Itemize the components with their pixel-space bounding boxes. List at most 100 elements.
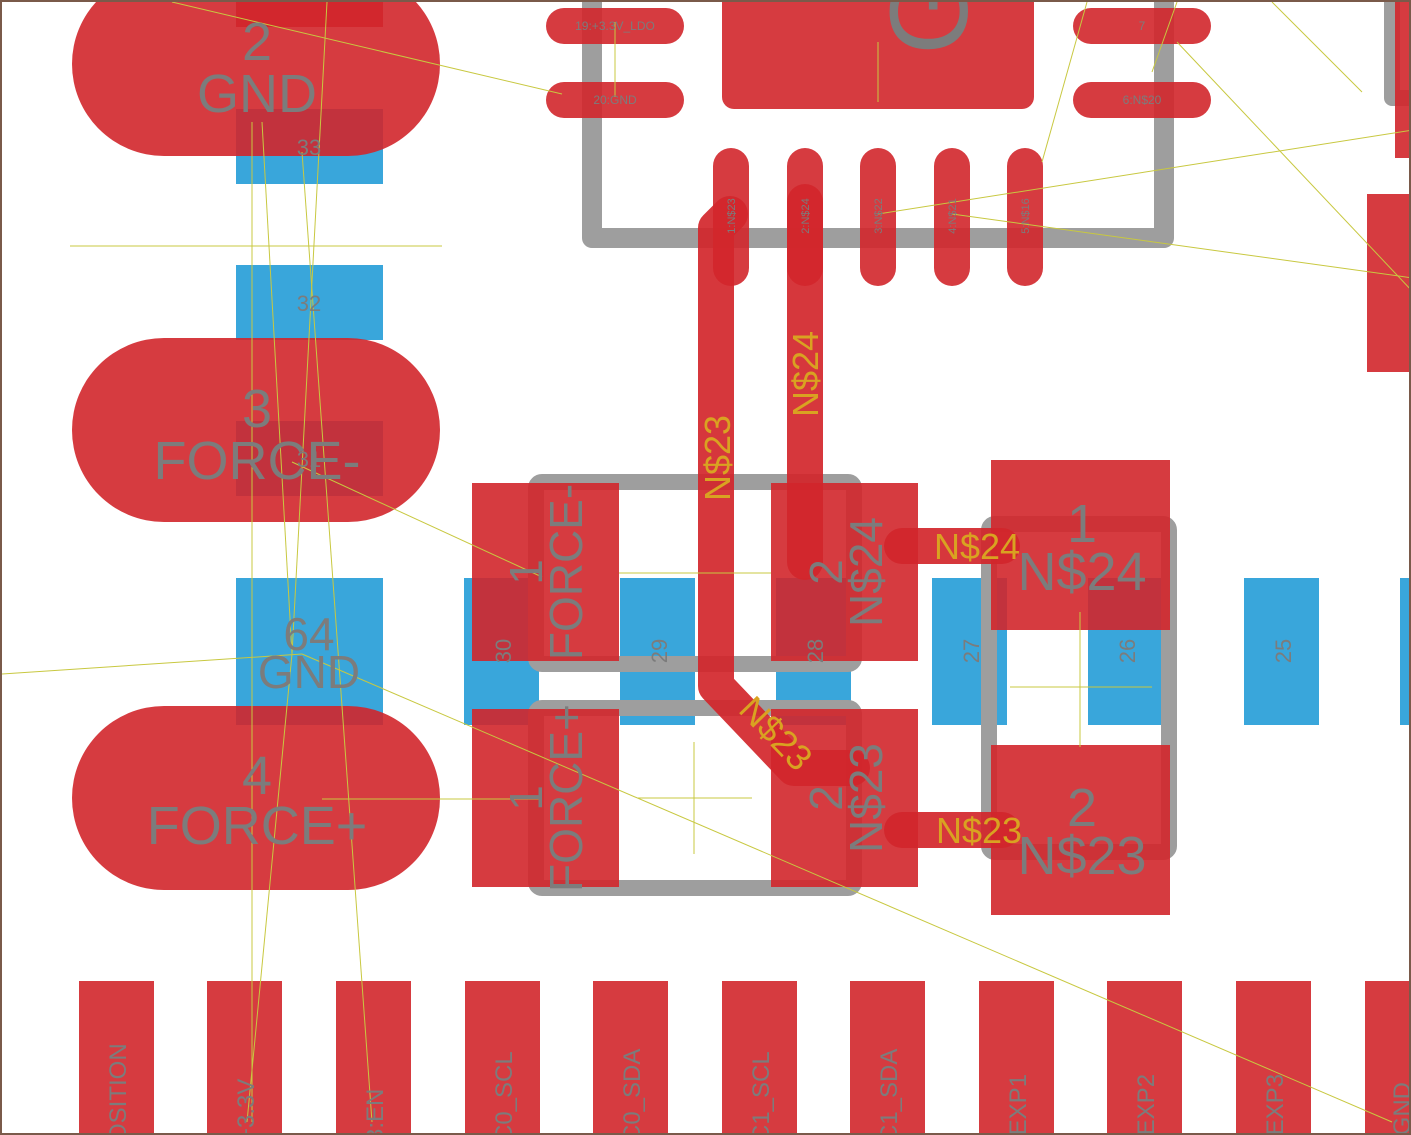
- connector-pad-4-number: 4: [242, 746, 272, 806]
- ic-pin-7-label: 7: [1139, 19, 1146, 33]
- airwire: [291, 461, 543, 578]
- c-right-pad-1-name: N$24: [1017, 542, 1146, 602]
- ic-pad-20[interactable]: [546, 82, 684, 118]
- ic-pad-5[interactable]: [1007, 148, 1043, 286]
- r-lower-pad-2-name: N$23: [840, 743, 892, 853]
- header-label-1: OSITION: [105, 1043, 132, 1135]
- header-pad-6[interactable]: [722, 981, 797, 1135]
- ic-pin-5-label: 5:N$16: [1020, 198, 1032, 233]
- bottom-pad-64[interactable]: [236, 578, 383, 725]
- net-label-n24-horizontal: N$24: [934, 526, 1020, 567]
- c-right-pad-1-number: 1: [1067, 494, 1097, 554]
- ic-pin-6-label: 6:N$20: [1123, 93, 1162, 107]
- header-pad-7[interactable]: [850, 981, 925, 1135]
- header-label-10: :EXP3: [1262, 1074, 1289, 1135]
- bottom-pad-64-number: 64: [283, 608, 334, 660]
- airwire: [877, 130, 1409, 215]
- airwire: [291, 2, 328, 655]
- passive-pads: [472, 2, 1411, 915]
- right-edge-pad-upper[interactable]: [1395, 2, 1411, 158]
- ic-pad-3[interactable]: [860, 148, 896, 286]
- airwire: [171, 2, 563, 95]
- connector-pads: [72, 2, 440, 890]
- connector-pad-2-name: GND: [197, 64, 317, 124]
- bottom-pad-30-label: 30: [491, 639, 516, 663]
- ic-pad-4[interactable]: [934, 148, 970, 286]
- bottom-pad-32-label: 32: [297, 291, 321, 316]
- bottom-pad-33-label: 33: [297, 135, 321, 160]
- ic-pin-3-label: 3:N$22: [873, 198, 885, 233]
- r-upper-pad-1[interactable]: [472, 483, 619, 661]
- net-label-n23-horizontal: N$23: [936, 810, 1022, 851]
- net-label-n23-vertical: N$23: [697, 415, 738, 501]
- header-pad-2[interactable]: [207, 981, 282, 1135]
- header-label-6: C1_SCL: [748, 1051, 775, 1135]
- airwire: [1041, 2, 1088, 163]
- connector-pad-3-name: FORCE-: [154, 431, 361, 491]
- bottom-pad-24[interactable]: [1400, 578, 1411, 725]
- bottom-pad-27-label: 27: [959, 639, 984, 663]
- c-right-pad-2[interactable]: [991, 745, 1170, 915]
- r-lower-pad-1-name: FORCE+: [540, 704, 592, 892]
- header-pad-1[interactable]: [79, 981, 154, 1135]
- header-label-9: :EXP2: [1133, 1074, 1160, 1135]
- header-pads: [79, 981, 1411, 1135]
- connector-pad-4[interactable]: [72, 706, 440, 890]
- header-pad-4[interactable]: [465, 981, 540, 1135]
- ic-pin-4-label: 4:N$21: [947, 198, 959, 233]
- airwire: [261, 121, 293, 655]
- bottom-pad-31-label: 31: [297, 447, 321, 472]
- header-pad-8[interactable]: [979, 981, 1054, 1135]
- connector-pad-3-number: 3: [242, 379, 272, 439]
- header-pad-9[interactable]: [1107, 981, 1182, 1135]
- ic-value-letter: G: [868, 2, 991, 55]
- r-lower-pad-2-number: 2: [800, 785, 852, 811]
- ic-pin-19-label: 19:+3.3V_LDO: [575, 19, 655, 33]
- airwire: [246, 653, 293, 1123]
- header-pad-3[interactable]: [336, 981, 411, 1135]
- ic-pin-20-label: 20:GND: [593, 93, 637, 107]
- connector-pad-3[interactable]: [72, 338, 440, 522]
- header-pad-11[interactable]: [1365, 981, 1411, 1135]
- bottom-pad-25-label: 25: [1271, 639, 1296, 663]
- r-lower-pad-2[interactable]: [771, 709, 918, 887]
- header-pad-10[interactable]: [1236, 981, 1311, 1135]
- r-upper-pad-2-number: 2: [800, 559, 852, 585]
- airwire: [1176, 41, 1409, 289]
- connector-pad-2[interactable]: [72, 2, 440, 156]
- bottom-pad-64-name: GND: [258, 646, 360, 698]
- ic-pad-6[interactable]: [1073, 82, 1211, 118]
- ic-pin-1-label: 1:N$23: [726, 198, 738, 233]
- r-upper-pad-1-name: FORCE-: [540, 484, 592, 660]
- connector-pad-2-number: 2: [242, 12, 272, 72]
- r-lower-pad-1[interactable]: [472, 709, 619, 887]
- r-upper-pad-2[interactable]: [771, 483, 918, 661]
- airwire: [1151, 2, 1178, 73]
- header-label-8: :EXP1: [1005, 1074, 1032, 1135]
- c-right-pad-2-number: 2: [1067, 778, 1097, 838]
- header-label-7: C1_SDA: [876, 1049, 903, 1135]
- net-label-n24-vertical: N$24: [785, 331, 826, 417]
- c-right-pad-2-name: N$23: [1017, 826, 1146, 886]
- bottom-pad-26-label: 26: [1115, 639, 1140, 663]
- ic-pad-7[interactable]: [1073, 8, 1211, 44]
- airwire: [951, 213, 1409, 278]
- r-upper-pad-1-number: 1: [500, 559, 552, 585]
- header-label-5: C0_SDA: [619, 1049, 646, 1135]
- r-upper-pad-2-name: N$24: [840, 517, 892, 627]
- right-edge-pad-lower[interactable]: [1367, 194, 1411, 372]
- bottom-pad-25[interactable]: [1244, 578, 1319, 725]
- header-label-4: C0_SCL: [491, 1051, 518, 1135]
- r-lower-pad-1-number: 1: [500, 785, 552, 811]
- bottom-pad-29-label: 29: [647, 639, 672, 663]
- c-right-pad-1[interactable]: [991, 460, 1170, 630]
- header-pad-5[interactable]: [593, 981, 668, 1135]
- silkscreen-layer: [528, 2, 1409, 896]
- ic-pin-2-label: 2:N$24: [800, 198, 812, 233]
- airwire: [301, 653, 1393, 1123]
- bottom-pad-28-label: 28: [803, 639, 828, 663]
- header-label-2: +3.3V: [233, 1079, 260, 1135]
- airwire: [1271, 2, 1363, 93]
